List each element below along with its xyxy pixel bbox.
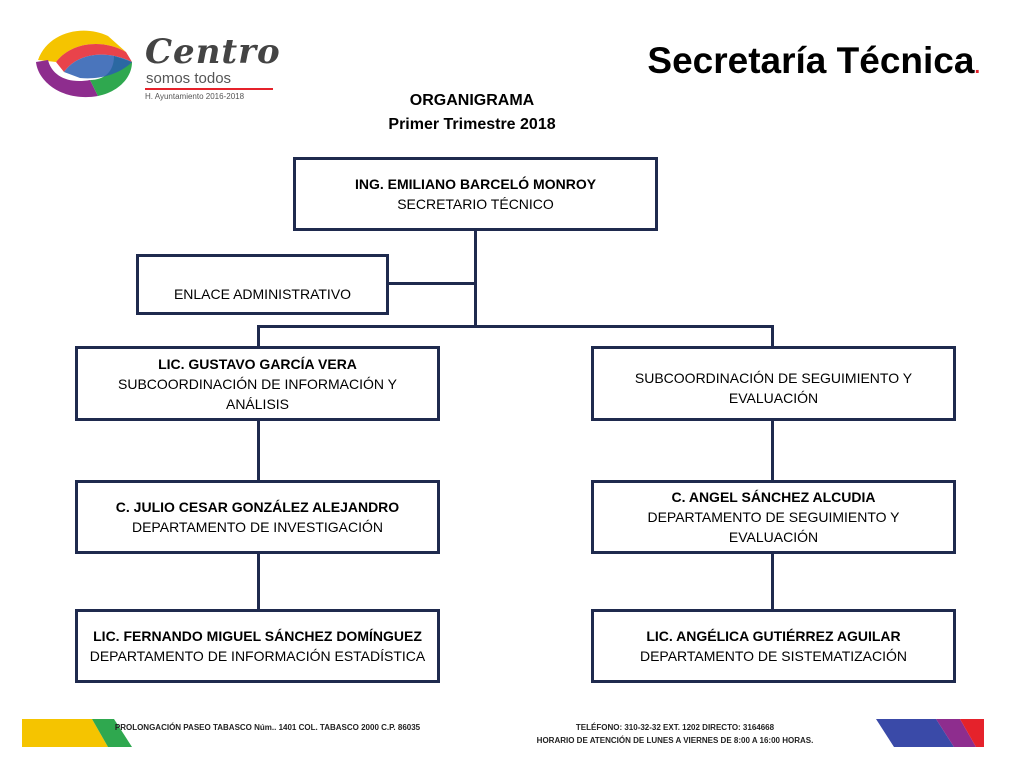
connector-right-2	[771, 552, 774, 611]
org-role: SECRETARIO TÉCNICO	[397, 196, 554, 212]
chart-heading: ORGANIGRAMA	[409, 92, 535, 109]
org-role: DEPARTAMENTO DE SISTEMATIZACIÓN	[639, 648, 908, 664]
org-box-depto-investigacion: C. JULIO CESAR GONZÁLEZ ALEJANDRO DEPART…	[75, 480, 440, 554]
org-role: SUBCOORDINACIÓN DE INFORMACIÓN Y ANÁLISI…	[118, 375, 397, 412]
org-role: DEPARTAMENTO DE SEGUIMIENTO Y EVALUACIÓN	[647, 509, 900, 545]
footer-phone: TELÉFONO: 310-32-32 EXT. 1202 DIRECTO: 3…	[575, 723, 775, 732]
org-role: ENLACE ADMINISTRATIVO	[173, 286, 352, 302]
org-box-secretario: ING. EMILIANO BARCELÓ MONROY SECRETARIO …	[293, 157, 658, 231]
org-name: LIC. ANGÉLICA GUTIÉRREZ AGUILAR	[646, 628, 901, 644]
connector-right-1	[771, 419, 774, 482]
logo-subtitle: H. Ayuntamiento 2016-2018	[145, 92, 245, 101]
org-box-depto-estadistica: LIC. FERNANDO MIGUEL SÁNCHEZ DOMÍNGUEZ D…	[75, 609, 440, 683]
org-role: SUBCOORDINACIÓN DE SEGUIMIENTO Y EVALUAC…	[634, 369, 913, 406]
org-box-subcoord-seguimiento: SUBCOORDINACIÓN DE SEGUIMIENTO Y EVALUAC…	[591, 346, 956, 421]
connector-right-drop	[771, 325, 774, 349]
org-name: LIC. GUSTAVO GARCÍA VERA	[158, 355, 357, 372]
org-box-subcoord-informacion: LIC. GUSTAVO GARCÍA VERA SUBCOORDINACIÓN…	[75, 346, 440, 421]
org-name: C. JULIO CESAR GONZÁLEZ ALEJANDRO	[115, 499, 400, 515]
connector-horizontal	[257, 325, 774, 328]
org-box-depto-seguimiento: C. ANGEL SÁNCHEZ ALCUDIA DEPARTAMENTO DE…	[591, 480, 956, 554]
org-name: LIC. FERNANDO MIGUEL SÁNCHEZ DOMÍNGUEZ	[93, 628, 422, 644]
org-name: ING. EMILIANO BARCELÓ MONROY	[354, 176, 597, 192]
logo-tagline: somos todos	[146, 70, 232, 87]
connector-left-drop	[257, 325, 260, 349]
page-title-text: Secretaría Técnica	[647, 40, 975, 81]
org-role: DEPARTAMENTO DE INFORMACIÓN ESTADÍSTICA	[89, 648, 426, 664]
org-box-depto-sistematizacion: LIC. ANGÉLICA GUTIÉRREZ AGUILAR DEPARTAM…	[591, 609, 956, 683]
logo-divider	[145, 88, 273, 90]
footer-right-stripe	[876, 719, 984, 747]
connector-left-2	[257, 552, 260, 611]
page-title: Secretaría Técnica.	[647, 40, 980, 82]
page-title-dot: .	[974, 56, 980, 78]
connector-left-1	[257, 419, 260, 482]
org-box-enlace: ENLACE ADMINISTRATIVO	[136, 254, 389, 315]
footer-hours: HORARIO DE ATENCIÓN DE LUNES A VIERNES D…	[536, 736, 814, 745]
connector-root-down	[474, 230, 477, 328]
connector-staff	[388, 282, 476, 285]
chart-period: Primer Trimestre 2018	[388, 116, 556, 133]
logo-emblem-icon	[36, 30, 132, 98]
footer-left-stripe	[22, 719, 132, 747]
org-role: DEPARTAMENTO DE INVESTIGACIÓN	[131, 519, 383, 535]
org-name: C. ANGEL SÁNCHEZ ALCUDIA	[671, 489, 876, 505]
centro-logo	[36, 30, 132, 98]
logo-wordmark: Centro	[145, 32, 281, 72]
footer-address: PROLONGACIÓN PASEO TABASCO Núm.. 1401 CO…	[114, 723, 421, 732]
